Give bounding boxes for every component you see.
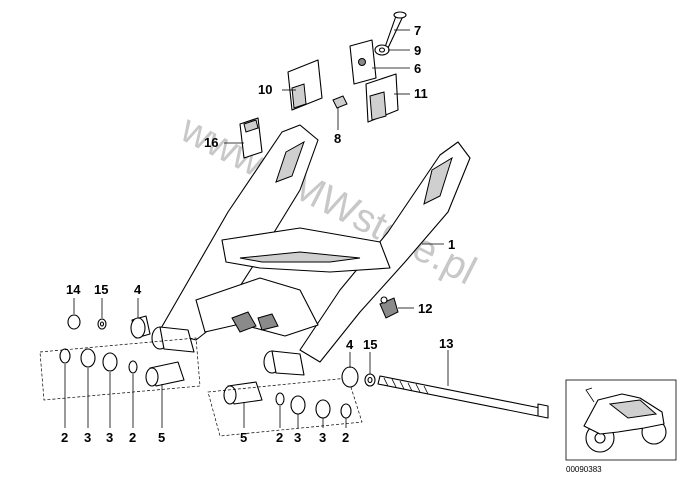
- callout-numbers: 7 9 6 10 11 8 16 1 12 13 14 15 4 4 15 2 …: [61, 23, 455, 445]
- image-code: 00090383: [566, 465, 602, 474]
- callout-15-left: 15: [94, 282, 108, 297]
- callout-3-a: 3: [84, 430, 91, 445]
- callout-12: 12: [418, 301, 432, 316]
- callout-2-c: 2: [276, 430, 283, 445]
- callout-4-left: 4: [134, 282, 142, 297]
- pad-16: [239, 117, 263, 159]
- callout-8: 8: [334, 131, 341, 146]
- callout-9: 9: [414, 43, 421, 58]
- callout-3-d: 3: [319, 430, 326, 445]
- callout-16: 16: [204, 135, 218, 150]
- chain-guide-right: [365, 73, 399, 123]
- callout-2-d: 2: [342, 430, 349, 445]
- nut-8: [332, 95, 348, 109]
- chain-guide-left: [287, 59, 323, 111]
- callout-6: 6: [414, 61, 421, 76]
- grease-nipple: [379, 296, 399, 319]
- motorcycle-thumbnail: 00090383: [565, 379, 677, 474]
- right-bearing-group: [207, 366, 376, 437]
- adjuster-block: [349, 39, 377, 85]
- pivot-bolt: [377, 375, 549, 419]
- callout-2-a: 2: [61, 430, 68, 445]
- callout-11: 11: [414, 86, 428, 101]
- callout-10: 10: [258, 82, 272, 97]
- callout-13: 13: [439, 336, 453, 351]
- callout-3-c: 3: [294, 430, 301, 445]
- callout-5-left: 5: [158, 430, 165, 445]
- adjusting-bolt: [383, 11, 407, 51]
- leader-lines: [64, 29, 449, 428]
- callout-1: 1: [448, 237, 455, 252]
- callout-2-b: 2: [129, 430, 136, 445]
- callout-5-right: 5: [240, 430, 247, 445]
- callout-7: 7: [414, 23, 421, 38]
- swing-arm: [151, 124, 471, 376]
- left-bearing-group: [39, 314, 201, 401]
- callout-3-b: 3: [106, 430, 113, 445]
- callout-15-right: 15: [363, 337, 377, 352]
- callout-14: 14: [66, 282, 81, 297]
- callout-4-right: 4: [346, 337, 354, 352]
- washer-9: [374, 44, 390, 56]
